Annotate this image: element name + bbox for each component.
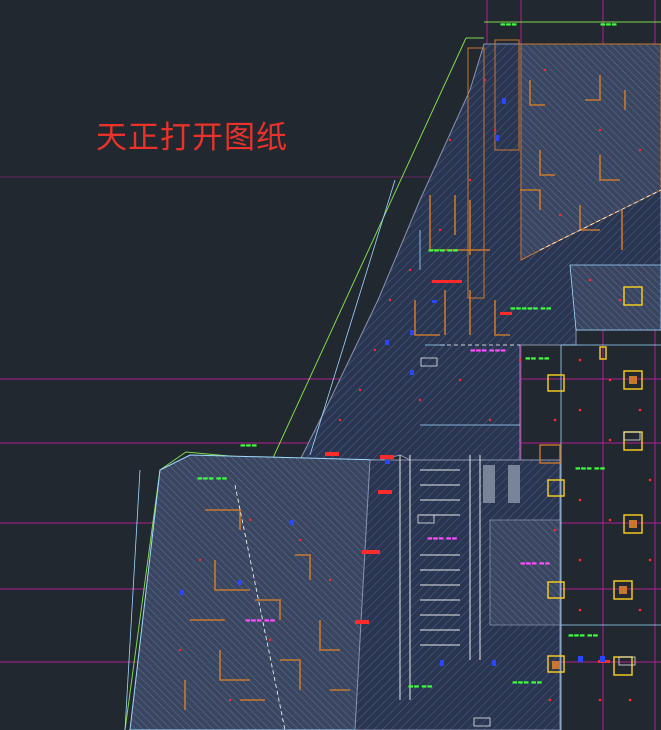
- svg-text:▬▬▬ ▬▬: ▬▬▬ ▬▬: [427, 535, 458, 542]
- red-dots: [178, 68, 652, 702]
- svg-text:▬▬▬: ▬▬▬: [600, 21, 617, 28]
- blue-markers: [180, 98, 605, 666]
- svg-text:▬▬▬: ▬▬▬: [240, 442, 257, 449]
- svg-text:▬▬▬ ▬▬: ▬▬▬ ▬▬: [428, 247, 459, 254]
- lower-wing-floor: [129, 454, 561, 730]
- svg-text:▬▬▬: ▬▬▬: [500, 21, 517, 28]
- column-tags: [417, 357, 641, 727]
- column-fill: [552, 376, 637, 669]
- svg-text:▬▬▬ ▬▬▬: ▬▬▬ ▬▬▬: [470, 347, 506, 354]
- stair-treads: [399, 455, 520, 700]
- svg-text:▬▬▬▬▬ ▬▬: ▬▬▬▬▬ ▬▬: [510, 305, 552, 312]
- svg-text:▬▬▬ ▬▬: ▬▬▬ ▬▬: [568, 632, 599, 639]
- dashed-lines: [234, 189, 661, 730]
- svg-text:▬▬▬ ▬▬: ▬▬▬ ▬▬: [245, 617, 276, 624]
- svg-text:▬▬▬ ▬▬: ▬▬▬ ▬▬: [520, 560, 551, 567]
- svg-text:▬▬ ▬▬: ▬▬ ▬▬: [408, 683, 433, 690]
- orange-walls: [184, 39, 626, 710]
- dimension-lines: [124, 179, 520, 730]
- svg-text:▬▬▬ ▬▬: ▬▬▬ ▬▬: [512, 679, 543, 686]
- svg-text:▬▬▬ ▬▬: ▬▬▬ ▬▬: [575, 465, 606, 472]
- svg-text:▬▬▬ ▬▬: ▬▬▬ ▬▬: [197, 475, 228, 482]
- building-boundary: [124, 21, 661, 730]
- column-bay-area: [560, 344, 661, 730]
- annotations: ▬▬▬ ▬▬ ▬▬▬▬▬ ▬▬ ▬▬▬ ▬▬▬ ▬▬ ▬▬ ▬▬▬ ▬▬ ▬▬▬…: [197, 21, 617, 690]
- overlay-title: 天正打开图纸: [96, 120, 288, 156]
- svg-text:▬▬ ▬▬: ▬▬ ▬▬: [525, 355, 550, 362]
- upper-wing-floor: [299, 43, 661, 466]
